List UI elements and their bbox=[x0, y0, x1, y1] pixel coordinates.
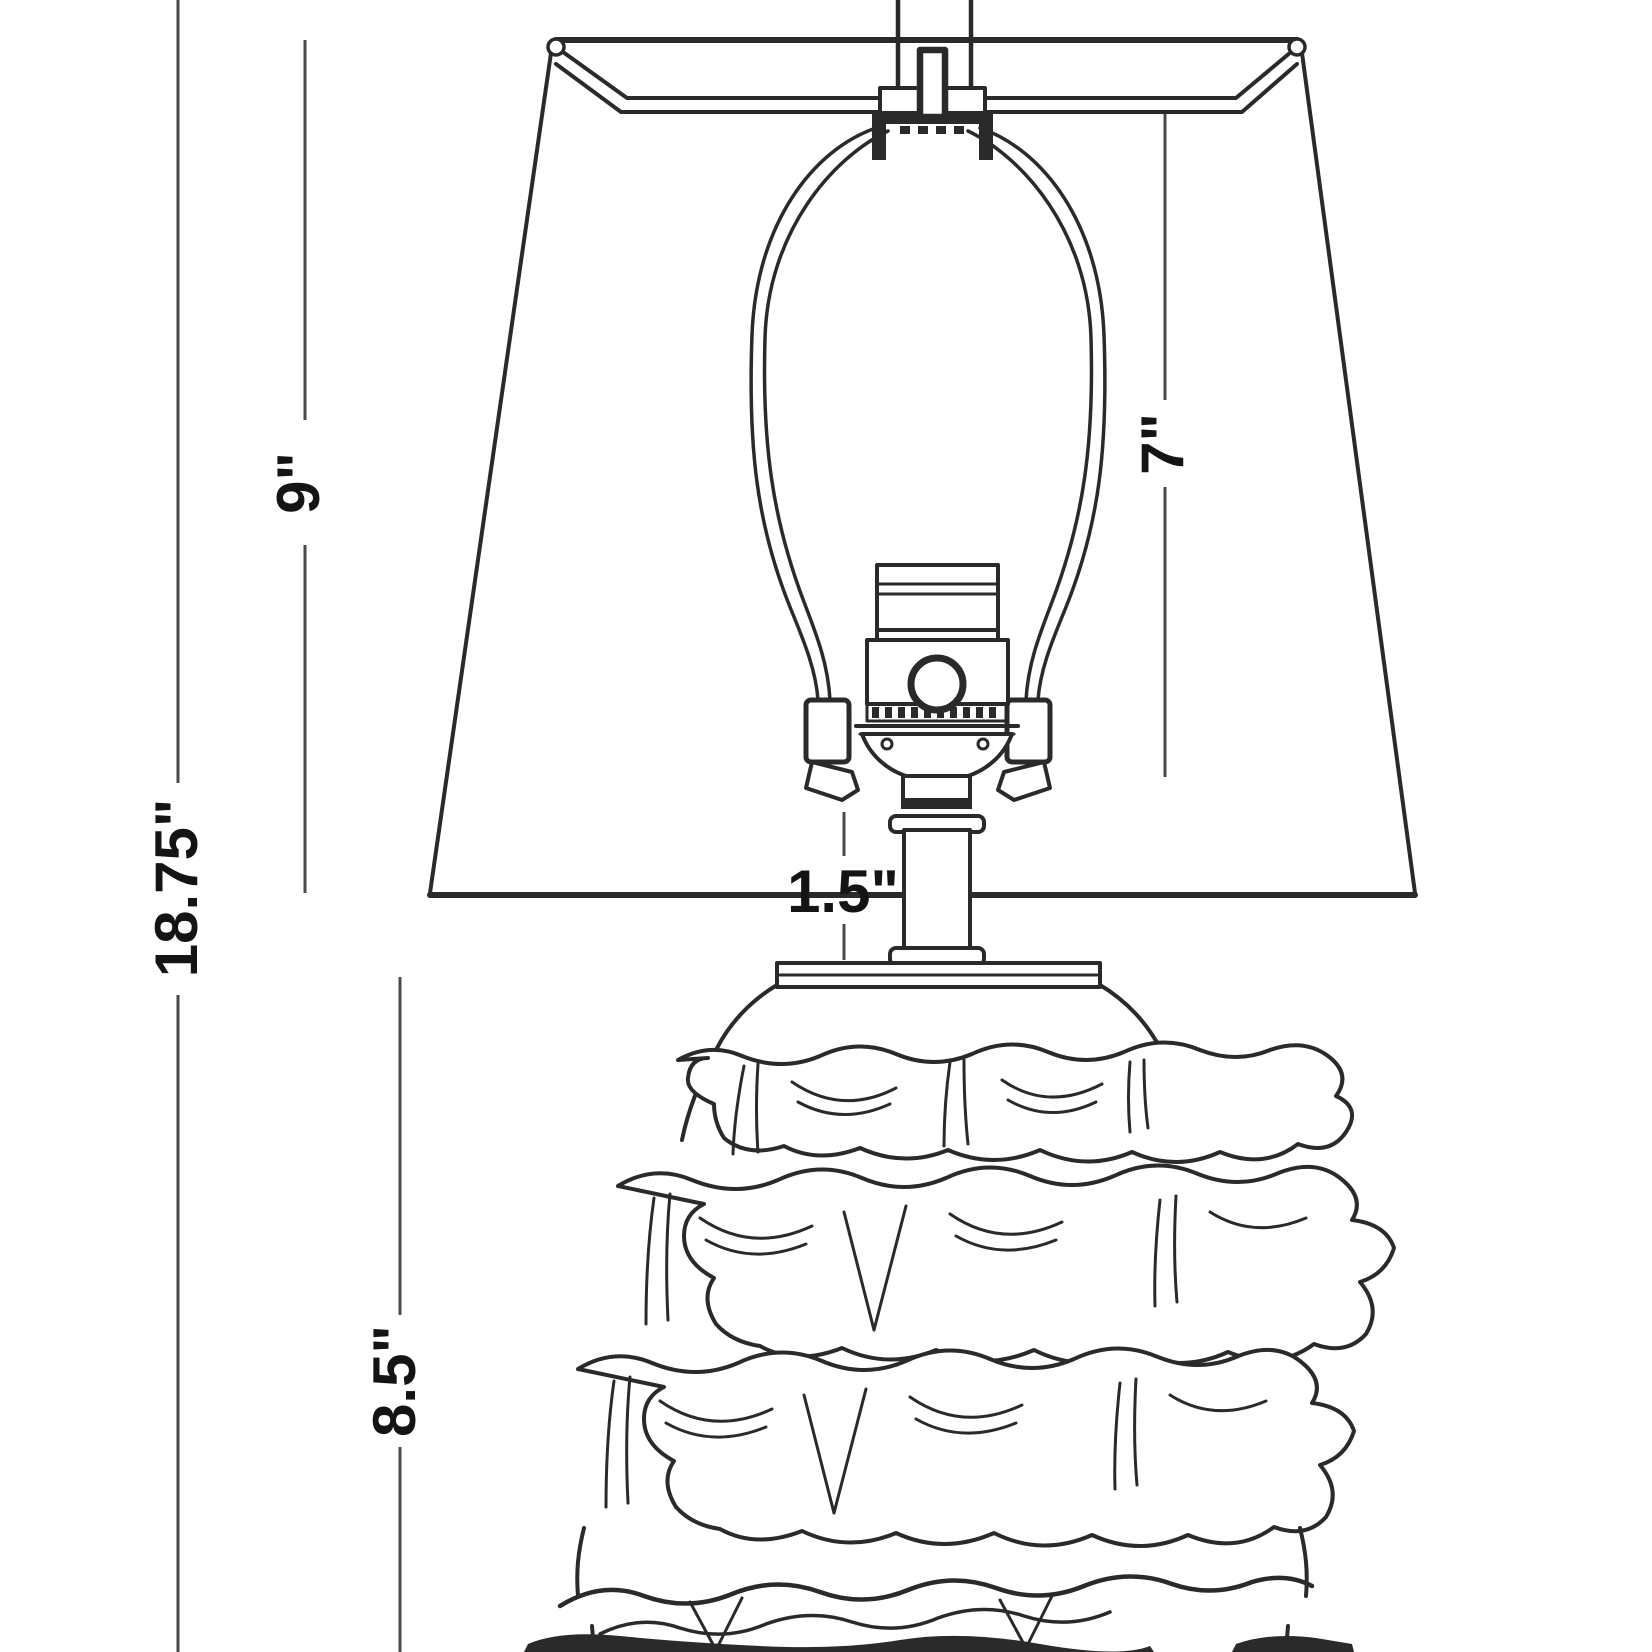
ruffle-tier-3 bbox=[576, 1346, 1356, 1548]
socket-cap bbox=[901, 774, 972, 802]
harp-hook-right bbox=[996, 760, 1052, 802]
dimension-labels: 18.75" 9" 7" 1.5" 8.5" bbox=[143, 413, 1196, 1437]
lamp-neck bbox=[888, 814, 986, 967]
harp-saddle bbox=[872, 46, 993, 160]
base-height-label: 8.5" bbox=[361, 1325, 428, 1437]
neck-column bbox=[902, 828, 972, 952]
shade-left-edge bbox=[428, 51, 553, 895]
shade-right-edge bbox=[1300, 51, 1417, 895]
body-side-left-lower bbox=[575, 1526, 586, 1598]
ruffle-tier-1 bbox=[676, 1040, 1355, 1164]
harp-sleeve-left bbox=[803, 697, 852, 765]
lamp-socket bbox=[854, 563, 1020, 809]
base-foot-band bbox=[524, 1634, 1354, 1652]
socket-shell bbox=[875, 563, 1000, 642]
neck-height-label: 1.5" bbox=[787, 858, 899, 925]
harp-sleeve-right bbox=[1004, 697, 1053, 765]
shade-height-label: 9" bbox=[265, 452, 332, 514]
shade-right-corner-ring bbox=[1287, 37, 1307, 57]
harp bbox=[749, 126, 1107, 802]
dimension-lines bbox=[176, 0, 1167, 1652]
finial-screw bbox=[916, 46, 949, 121]
ruffle-tier-4 bbox=[557, 1574, 1315, 1652]
shade-left-corner-ring bbox=[546, 37, 566, 57]
saddle-leg-right bbox=[979, 112, 993, 160]
switch-knob bbox=[907, 654, 967, 714]
ruffle-tier-2 bbox=[616, 1163, 1396, 1365]
socket-cap-band bbox=[901, 798, 972, 809]
harp-height-label: 7" bbox=[1129, 413, 1196, 475]
finial bbox=[895, 0, 974, 95]
overall-height-label: 18.75" bbox=[143, 799, 210, 978]
body-side-right-lower bbox=[1298, 1526, 1309, 1598]
harp-hook-left bbox=[804, 760, 860, 802]
